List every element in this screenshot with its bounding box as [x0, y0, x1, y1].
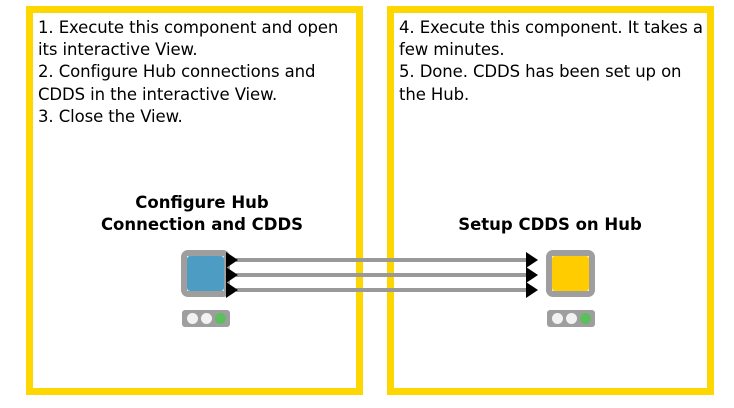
status-dot-executed [579, 313, 591, 324]
annotation-panel-left[interactable]: 1. Execute this component and open its i… [26, 6, 363, 395]
node-title-setup-cdds-on-hub: Setup CDDS on Hub [458, 215, 642, 234]
node-configure-hub-connection-and-cdds[interactable] [181, 250, 230, 297]
node-icon-blue [187, 256, 224, 291]
connection-line-2[interactable] [236, 273, 532, 277]
node-setup-cdds-on-hub[interactable] [546, 250, 595, 297]
annotation-panel-right[interactable]: 4. Execute this component. It takes a fe… [387, 6, 714, 395]
node-status-bar-configure-hub-connection-and-cdds [182, 310, 230, 327]
input-port-1-icon[interactable] [526, 252, 538, 268]
input-port-2-icon[interactable] [526, 267, 538, 283]
status-dot-executed [214, 313, 226, 324]
output-port-1-icon[interactable] [226, 252, 238, 268]
status-dot-idle-2 [200, 313, 212, 324]
input-port-3-icon[interactable] [526, 282, 538, 298]
annotation-text-left: 1. Execute this component and open its i… [38, 18, 339, 126]
status-dot-idle-1 [186, 313, 198, 324]
connection-line-3[interactable] [236, 288, 532, 292]
output-port-3-icon[interactable] [226, 282, 238, 298]
connection-line-1[interactable] [236, 258, 532, 262]
status-dot-idle-2 [565, 313, 577, 324]
node-status-bar-setup-cdds-on-hub [547, 310, 595, 327]
annotation-text-right: 4. Execute this component. It takes a fe… [399, 18, 703, 104]
output-port-2-icon[interactable] [226, 267, 238, 283]
status-dot-idle-1 [551, 313, 563, 324]
node-title-configure-hub-connection-and-cdds: Configure Hub Connection and CDDS [100, 193, 304, 234]
node-icon-yellow [552, 256, 589, 291]
